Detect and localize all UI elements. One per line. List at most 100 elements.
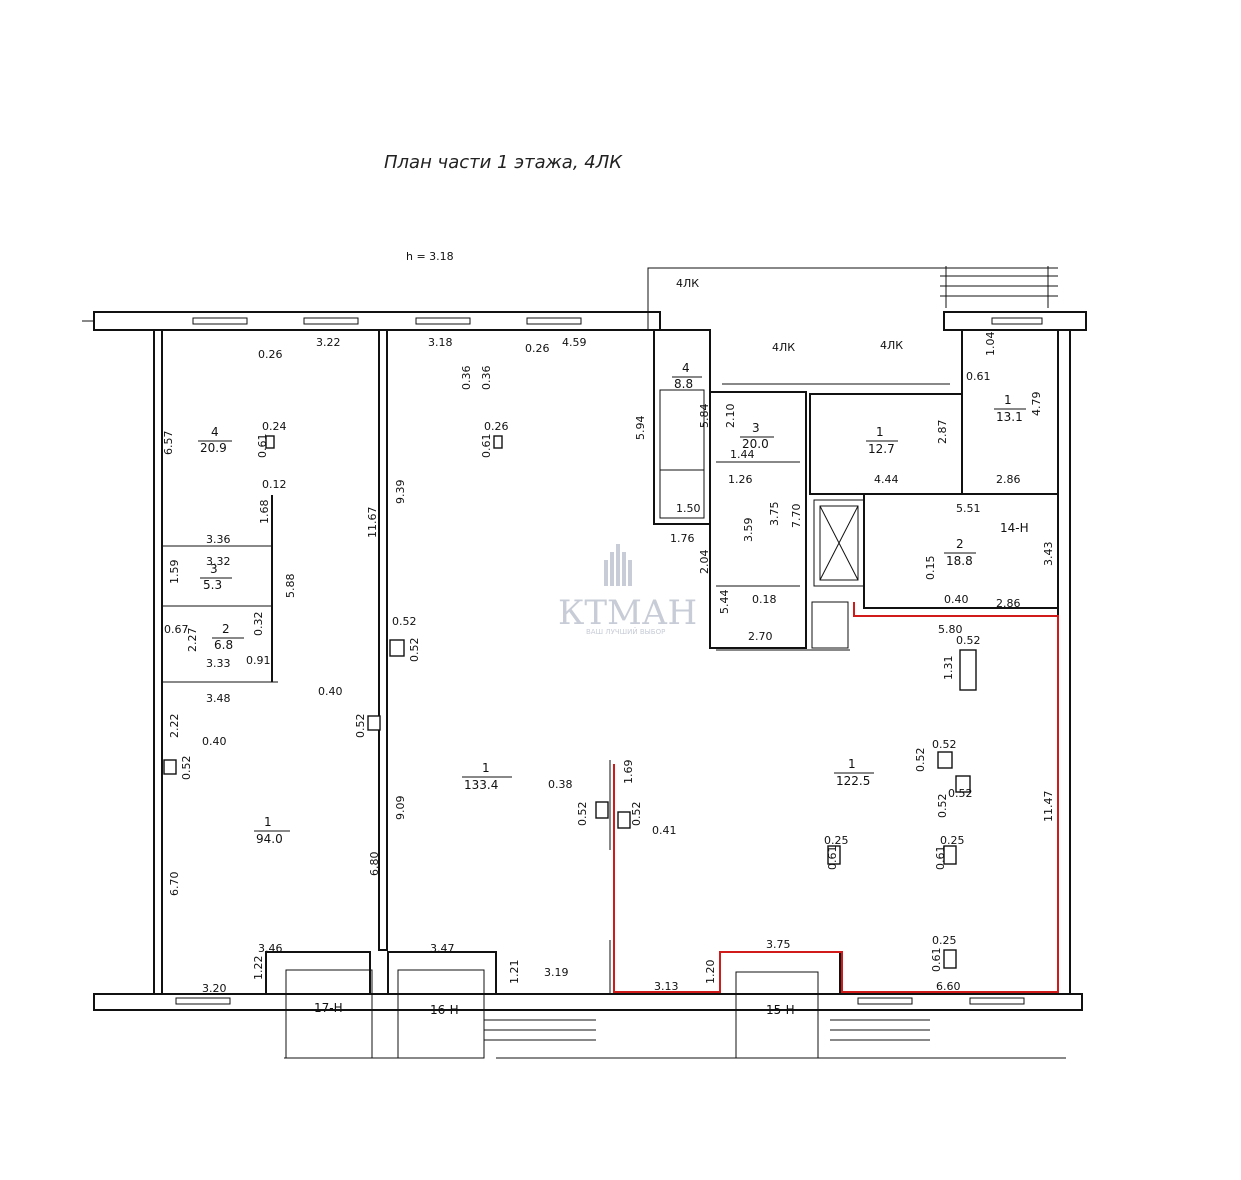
dimension-label: 1.69: [622, 760, 635, 785]
window: [969, 997, 1025, 1005]
dimension-label: 0.61: [934, 846, 947, 871]
dimension-label: 1.31: [942, 656, 955, 681]
dimension-label: 0.40: [944, 593, 969, 606]
dimension-label: 0.40: [318, 685, 343, 698]
dimension-label: 3.47: [430, 942, 455, 955]
dimension-label: 0.52: [932, 738, 957, 751]
dimension-label: 1.50: [676, 502, 701, 515]
dimension-label: 3.43: [1042, 542, 1055, 567]
dimension-label: 0.25: [824, 834, 849, 847]
window: [857, 997, 913, 1005]
room-number: 1: [264, 815, 272, 829]
dimension-label: 11.47: [1042, 791, 1055, 823]
room-number: 1: [1004, 393, 1012, 407]
room-area: 122.5: [836, 774, 870, 788]
dimension-label: 1.04: [984, 332, 997, 357]
dimension-label: 0.67: [164, 623, 189, 636]
room-area: 12.7: [868, 442, 895, 456]
dimension-label: 11.67: [366, 507, 379, 539]
dimension-label: 0.52: [392, 615, 417, 628]
dimension-label: 1.44: [730, 448, 755, 461]
dimension-label: 0.61: [480, 434, 493, 459]
dimension-label: 0.61: [256, 434, 269, 459]
dimension-label: 1.76: [670, 532, 695, 545]
dimension-label: 1.20: [704, 960, 717, 985]
dimension-label: 1.22: [252, 956, 265, 981]
dimension-label: 6.80: [368, 852, 381, 877]
unit-label: 16-Н: [430, 1003, 459, 1017]
dimension-label: 3.20: [202, 982, 227, 995]
dimension-label: 0.15: [924, 556, 937, 581]
dimension-label: 6.70: [168, 872, 181, 897]
dimension-label: 3.13: [654, 980, 679, 993]
window: [526, 317, 582, 325]
dimension-label: 3.48: [206, 692, 231, 705]
dimension-label: 2.86: [996, 473, 1021, 486]
dimension-label: 5.80: [938, 623, 963, 636]
dimension-label: 5.88: [284, 574, 297, 599]
dimension-label: 0.25: [940, 834, 965, 847]
room-area: 13.1: [996, 410, 1023, 424]
dimension-label: 3.18: [428, 336, 453, 349]
dimension-label: 0.52: [576, 802, 589, 827]
selected-area-boundary: [613, 602, 1059, 993]
dimension-label: 2.86: [996, 597, 1021, 610]
window: [175, 997, 231, 1005]
columns: [163, 435, 977, 969]
dimension-label: 0.26: [525, 342, 550, 355]
walls: [82, 266, 1087, 1059]
dimension-label: 6.57: [162, 431, 175, 456]
unit-label: 17-Н: [314, 1001, 343, 1015]
dimension-label: 1.68: [258, 500, 271, 525]
dimension-label: 5.84: [698, 404, 711, 429]
room-number: 1: [848, 757, 856, 771]
dimension-label: 0.52: [936, 794, 949, 819]
dimension-label: 2.04: [698, 550, 711, 575]
room-number: 4: [682, 361, 690, 375]
dimension-label: 0.36: [480, 366, 493, 391]
bottom-wall: [93, 993, 1083, 1011]
room-number: 3: [210, 562, 218, 576]
dimension-label: 0.61: [966, 370, 991, 383]
dimension-label: 0.38: [548, 778, 573, 791]
dimension-label: 3.75: [768, 502, 781, 527]
dimension-label: 4.79: [1030, 392, 1043, 417]
stair-label: 4ЛК: [676, 277, 699, 290]
dimension-label: 0.52: [354, 714, 367, 739]
dimension-label: 2.22: [168, 714, 181, 739]
room-number: 3: [752, 421, 760, 435]
dimension-label: 0.52: [630, 802, 643, 827]
dimension-label: 0.26: [484, 420, 509, 433]
dimension-label: 0.25: [932, 934, 957, 947]
plan-title: План части 1 этажа, 4ЛК: [384, 152, 623, 173]
dimension-label: 1.21: [508, 960, 521, 985]
dimension-label: 4.44: [874, 473, 899, 486]
dimension-label: 5.44: [718, 590, 731, 615]
dimension-label: 9.39: [394, 480, 407, 505]
dimension-label: 0.52: [408, 638, 421, 663]
dimension-label: 0.40: [202, 735, 227, 748]
dimension-label: 3.32: [206, 555, 231, 568]
dimension-label: 2.70: [748, 630, 773, 643]
dimension-label: 0.18: [752, 593, 777, 606]
room-area: 133.4: [464, 778, 498, 792]
dimension-label: 3.19: [544, 966, 569, 979]
dimension-label: 0.52: [956, 634, 981, 647]
dimension-label: 0.61: [930, 948, 943, 973]
dimension-label: 3.75: [766, 938, 791, 951]
room-area: 20.0: [742, 437, 769, 451]
dimension-label: 0.61: [826, 846, 839, 871]
dimension-label: 3.33: [206, 657, 231, 670]
room-area: 6.8: [214, 638, 233, 652]
stair-label: 4ЛК: [772, 341, 795, 354]
dimension-label: 5.51: [956, 502, 981, 515]
dimension-label: 7.70: [790, 504, 803, 529]
dimension-label: 3.59: [742, 518, 755, 543]
height-label: h = 3.18: [406, 250, 454, 263]
dimension-label: 0.36: [460, 366, 473, 391]
room-area: 20.9: [200, 441, 227, 455]
room-area: 8.8: [674, 377, 693, 391]
room-number: 2: [222, 622, 230, 636]
